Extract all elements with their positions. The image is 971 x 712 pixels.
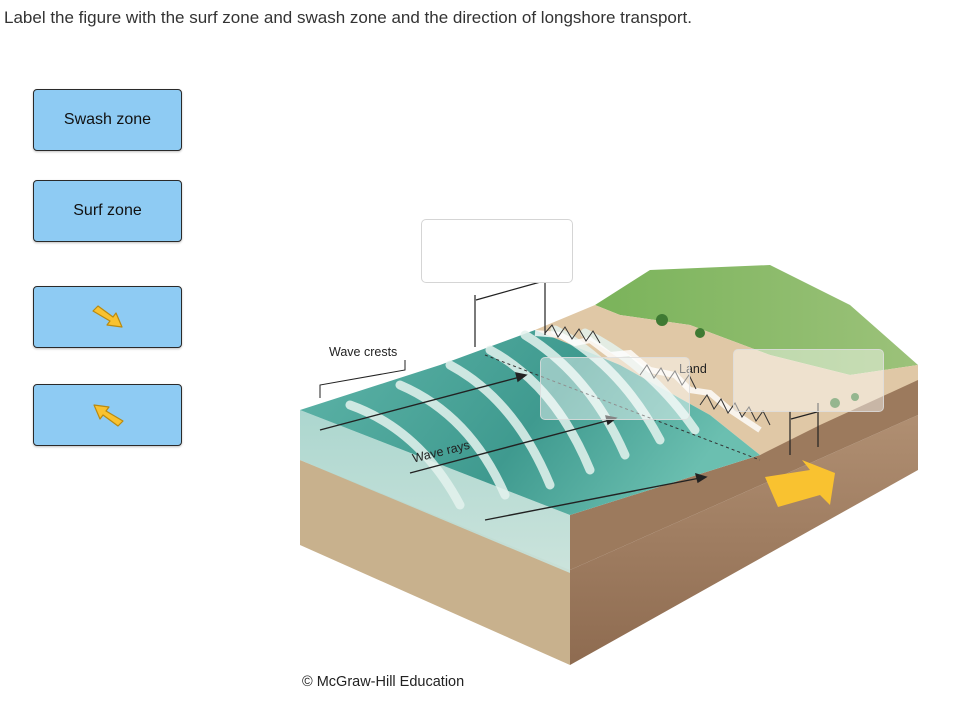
shrubs [656, 314, 859, 408]
wave-crests-label: Wave crests [329, 345, 398, 359]
question-prompt: Label the figure with the surf zone and … [4, 8, 692, 27]
swash-zigzag-3 [699, 394, 771, 426]
beach-top [535, 305, 918, 455]
beach-block-diagram [300, 265, 918, 665]
wave-crests-bracket [319, 360, 406, 398]
longshore-arrow-down-right-chip[interactable] [33, 286, 182, 348]
surf-zone-chip[interactable]: Surf zone [33, 180, 182, 242]
longshore-arrow-up-left-chip[interactable] [33, 384, 182, 446]
copyright-credit: © McGraw-Hill Education [302, 674, 465, 690]
land-label: Land [679, 362, 707, 376]
water-front-face [300, 410, 570, 573]
breaker-foam [534, 330, 762, 433]
seabed-front-face [300, 460, 570, 665]
land-top [595, 265, 918, 375]
drop-target-swash-zone[interactable] [540, 357, 690, 420]
arrow-up-left-icon [92, 404, 124, 427]
drop-target-longshore-direction[interactable] [733, 349, 884, 412]
ocean-surface [300, 330, 760, 515]
arrow-down-right-icon [91, 305, 123, 328]
longshore-transport-arrow [765, 460, 835, 507]
wave-rays [319, 372, 708, 521]
drop-target-surf-zone[interactable] [421, 219, 573, 283]
swash-zigzag-2 [639, 364, 697, 390]
wave-crests [345, 325, 700, 510]
swash-zone-chip[interactable]: Swash zone [33, 89, 182, 151]
breaker-line [484, 354, 761, 461]
swash-zigzag-1 [544, 324, 601, 344]
swash-zone-bracket [789, 403, 819, 455]
